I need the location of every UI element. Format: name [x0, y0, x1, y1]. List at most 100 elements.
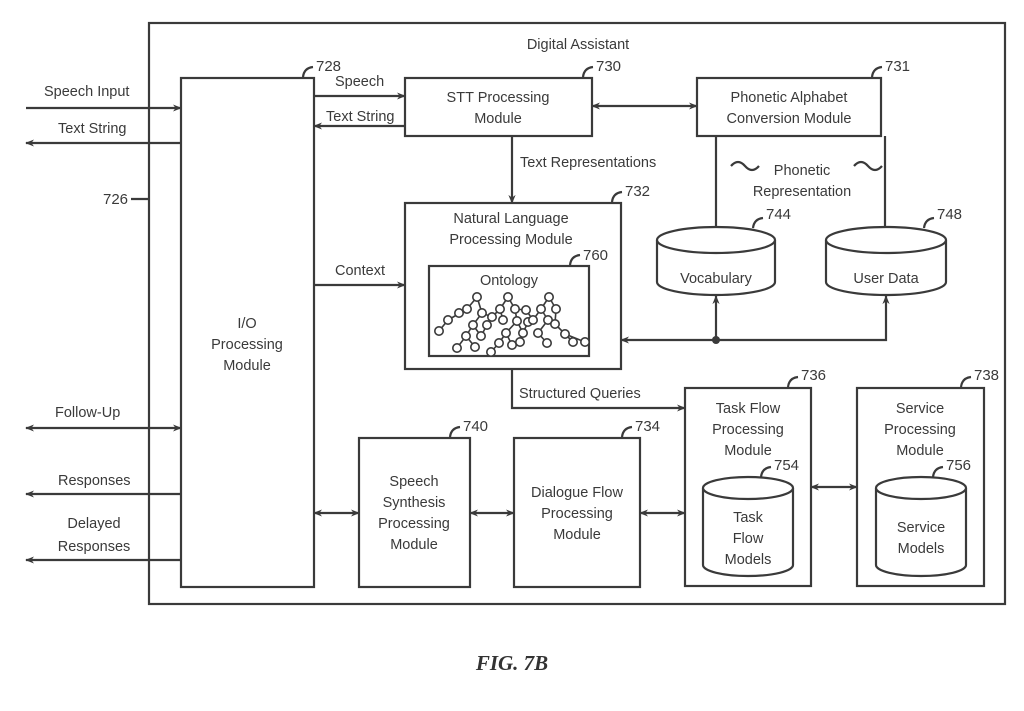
- ref-731-leader: [870, 65, 883, 78]
- speech-synthesis-label-1: Speech: [389, 474, 438, 490]
- ontology-node: [532, 327, 543, 338]
- speech-synthesis-processing-module: [357, 436, 472, 589]
- service-models-datastore: [874, 475, 968, 578]
- phonetic-module-label-1: Phonetic Alphabet: [731, 90, 848, 106]
- responses-label: Responses: [58, 473, 131, 489]
- ontology-node: [442, 314, 453, 325]
- stt-module-label-1: STT Processing: [447, 90, 550, 106]
- ontology-node: [475, 330, 486, 341]
- dialogue-flow-label-3: Module: [553, 527, 601, 543]
- bus-to-user-data-arrow: [716, 295, 890, 342]
- delayed-responses-label-2: Responses: [58, 539, 131, 555]
- context-label: Context: [335, 263, 385, 279]
- service-module-label-1: Service: [896, 401, 944, 417]
- ref-760-leader: [568, 253, 581, 266]
- ontology-node: [559, 328, 570, 339]
- dialogue-flow-label-1: Dialogue Flow: [531, 485, 623, 501]
- wavy-bracket-left: [730, 160, 760, 172]
- ontology-node: [579, 336, 590, 347]
- ontology-node: [541, 337, 552, 348]
- ontology-node: [451, 342, 462, 353]
- ontology-node: [486, 311, 497, 322]
- ontology-node: [511, 315, 522, 326]
- dialogue-flow-label-2: Processing: [541, 506, 613, 522]
- ref-728-leader: [301, 65, 314, 78]
- ref-744: 744: [766, 206, 791, 223]
- ref-732-leader: [610, 190, 623, 203]
- ontology-node: [543, 291, 554, 302]
- ontology-node: [535, 303, 546, 314]
- task-flow-models-label-3: Models: [725, 552, 772, 568]
- ontology-node: [471, 291, 482, 302]
- digital-assistant-title: Digital Assistant: [527, 37, 629, 53]
- service-module-label-2: Processing: [884, 422, 956, 438]
- ontology-node: [527, 314, 538, 325]
- dialogue-flow-processing-module: [512, 436, 642, 589]
- speech-synthesis-label-2: Synthesis: [383, 495, 446, 511]
- ref-736-leader: [786, 375, 799, 388]
- ontology-node: [494, 303, 505, 314]
- ref-728: 728: [316, 58, 341, 75]
- speech-arrow-label: Speech: [335, 74, 384, 90]
- ref-738-leader: [959, 375, 972, 388]
- speech-synthesis-label-3: Processing: [378, 516, 450, 532]
- ontology-node: [476, 307, 487, 318]
- io-processing-module: [179, 76, 316, 589]
- stt-processing-module: [403, 76, 594, 138]
- task-flow-module-label-1: Task Flow: [716, 401, 781, 417]
- task-flow-module-label-2: Processing: [712, 422, 784, 438]
- ref-756-leader: [931, 465, 944, 478]
- follow-up-label: Follow-Up: [55, 405, 120, 421]
- service-module-label-3: Module: [896, 443, 944, 459]
- ontology-graph: [433, 291, 590, 357]
- ref-738: 738: [974, 367, 999, 384]
- structured-queries-arrow: [510, 369, 686, 412]
- junction-dot: [712, 336, 720, 344]
- ontology-node: [467, 319, 478, 330]
- structured-queries-label: Structured Queries: [519, 386, 641, 402]
- ref-756: 756: [946, 457, 971, 474]
- ontology-node: [500, 327, 511, 338]
- ref-734: 734: [635, 418, 660, 435]
- ref-732: 732: [625, 183, 650, 200]
- delayed-responses-label-1: Delayed: [67, 516, 120, 532]
- ref-760: 760: [583, 247, 608, 264]
- ontology-node: [481, 319, 492, 330]
- ontology-node: [550, 303, 561, 314]
- ref-736: 736: [801, 367, 826, 384]
- ontology-node: [453, 307, 464, 318]
- io-module-label-1: I/O: [237, 316, 256, 332]
- user-data-datastore: [824, 225, 948, 297]
- text-representations-label: Text Representations: [520, 155, 656, 171]
- ontology-node: [549, 318, 560, 329]
- io-module-label-2: Processing: [211, 337, 283, 353]
- ontology-node: [567, 336, 578, 347]
- ontology-label: Ontology: [480, 273, 539, 289]
- ontology-node: [506, 339, 517, 350]
- ref-754-leader: [759, 465, 772, 478]
- service-models-label-1: Service: [897, 520, 945, 536]
- figure-caption: FIG. 7B: [475, 651, 548, 675]
- task-flow-models-datastore: [701, 475, 795, 578]
- ontology-node: [520, 304, 531, 315]
- ref-744-leader: [751, 216, 764, 229]
- wavy-bracket-right: [853, 160, 883, 172]
- ref-731: 731: [885, 58, 910, 75]
- ref-726: 726: [103, 191, 128, 208]
- ontology-node: [502, 291, 513, 302]
- ontology-node: [461, 303, 472, 314]
- ontology-node: [517, 327, 528, 338]
- text-string-arrow-label: Text String: [326, 109, 395, 125]
- task-flow-models-label-1: Task: [733, 510, 764, 526]
- text-string-out-label: Text String: [58, 121, 127, 137]
- ontology-node: [469, 341, 480, 352]
- ontology-node: [514, 336, 525, 347]
- phonetic-representation-label-2: Representation: [753, 184, 851, 200]
- ontology-node: [493, 337, 504, 348]
- ontology-node: [485, 346, 496, 357]
- vocabulary-datastore: [655, 225, 777, 297]
- ref-734-leader: [620, 425, 633, 438]
- ontology-node: [509, 303, 520, 314]
- ontology-node: [433, 325, 444, 336]
